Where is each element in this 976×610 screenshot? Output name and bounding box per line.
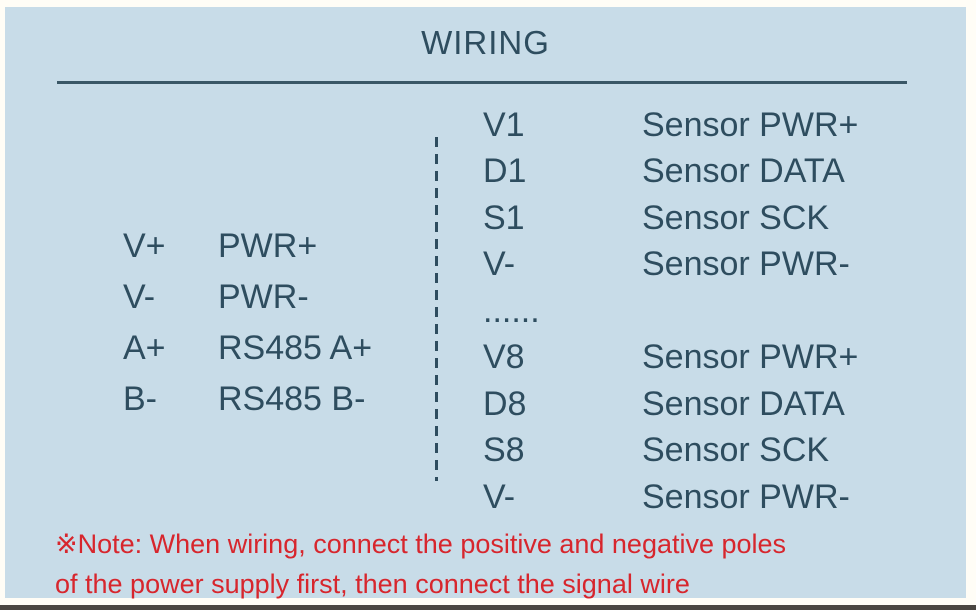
pin-description: RS485 B- <box>218 380 366 418</box>
pin-label: A+ <box>123 329 166 367</box>
note-line-2: of the power supply first, then connect … <box>55 569 690 599</box>
pin-description: Sensor DATA <box>642 384 845 423</box>
table-row: B- RS485 B- <box>123 374 372 425</box>
pin-description: Sensor PWR- <box>642 245 850 284</box>
table-row: ...... <box>483 288 858 335</box>
table-row: V8 Sensor PWR+ <box>483 335 858 382</box>
pin-description: Sensor PWR- <box>642 477 850 516</box>
pin-label: V- <box>483 245 516 284</box>
pin-description: Sensor PWR+ <box>642 338 859 377</box>
wiring-panel: WIRING V+PWR+V-PWR-A+RS485 A+B-RS485 B- … <box>5 7 966 599</box>
pin-label: V- <box>123 278 156 316</box>
table-row: V1 Sensor PWR+ <box>483 102 858 149</box>
dashed-divider <box>435 137 438 481</box>
pin-label: V- <box>483 477 516 516</box>
pin-description: PWR- <box>218 278 309 316</box>
power-terminal-table: V+ PWR+ V- PWR- A+ RS485 A+ B- RS485 B- <box>123 221 372 425</box>
pin-label: D8 <box>483 384 527 423</box>
table-row: V- Sensor PWR- <box>483 474 858 521</box>
table-row: V+ PWR+ <box>123 221 372 272</box>
table-row: V- PWR- <box>123 272 372 323</box>
pin-label: V8 <box>483 338 525 377</box>
pin-description: Sensor SCK <box>642 198 830 237</box>
pin-description: PWR+ <box>218 227 318 265</box>
note-line-1: ※Note: When wiring, connect the positive… <box>55 529 787 559</box>
title-divider <box>57 81 907 84</box>
pin-label: S8 <box>483 431 525 470</box>
pin-label: B- <box>123 380 157 418</box>
pin-description: Sensor DATA <box>642 152 845 191</box>
pin-description: RS485 A+ <box>218 329 373 367</box>
wiring-note: ※Note: When wiring, connect the positive… <box>55 524 786 604</box>
pin-description: Sensor PWR+ <box>642 105 859 144</box>
pin-label: V+ <box>123 227 166 265</box>
pin-description: Sensor SCK <box>642 431 830 470</box>
pin-label: S1 <box>483 198 525 237</box>
table-row: S1 Sensor SCK <box>483 195 858 242</box>
table-row: V- Sensor PWR- <box>483 242 858 289</box>
pin-label: ...... <box>483 291 540 330</box>
pin-label: D1 <box>483 152 527 191</box>
pin-label: V1 <box>483 105 525 144</box>
table-row: S8 Sensor SCK <box>483 428 858 475</box>
bottom-edge-strip <box>0 605 976 610</box>
page-title: WIRING <box>421 24 550 61</box>
table-row: A+ RS485 A+ <box>123 323 372 374</box>
table-row: D8 Sensor DATA <box>483 381 858 428</box>
table-row: D1 Sensor DATA <box>483 149 858 196</box>
